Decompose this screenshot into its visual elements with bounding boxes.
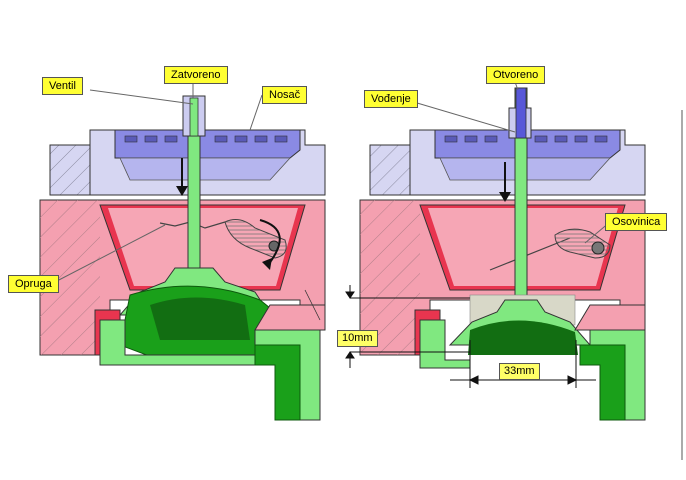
opening-dimension-lines <box>450 340 596 388</box>
lift-dimension-label: 10mm <box>337 330 378 347</box>
left-top-plate <box>114 129 301 159</box>
callout-valve: Ventil <box>42 77 83 95</box>
left-panel-closed <box>39 95 326 421</box>
rotation-arrow-icon <box>259 219 281 266</box>
callout-axle: Osovinica <box>605 213 668 231</box>
right-panel-open <box>345 87 646 421</box>
opening-dimension-label: 33mm <box>499 363 540 380</box>
callout-bracket: Nosač <box>262 86 308 104</box>
right-axle <box>591 241 605 255</box>
callout-guide: Vođenje <box>364 90 418 108</box>
down-arrow-icon <box>176 186 188 196</box>
callout-state-closed: Zatvoreno <box>164 66 228 84</box>
callout-spring: Opruga <box>8 275 59 293</box>
callout-state-open: Otvoreno <box>486 66 546 84</box>
lift-dimension-lines <box>345 285 470 368</box>
right-down-arrow-icon <box>499 192 511 202</box>
